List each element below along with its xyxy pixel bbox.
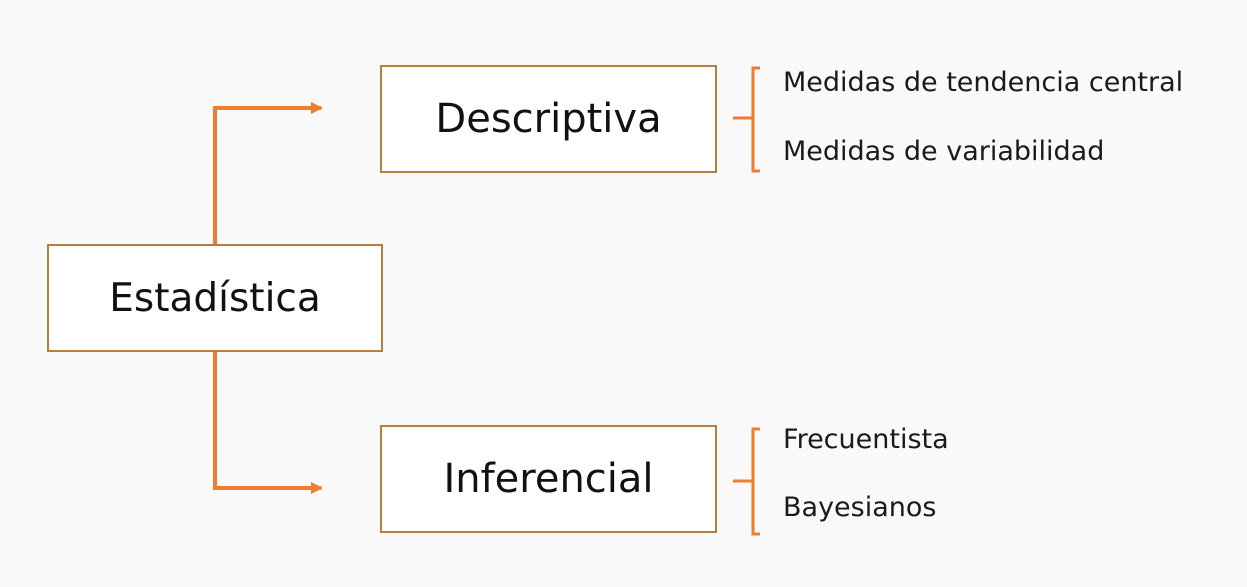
branch-label-descriptiva: Descriptiva — [435, 96, 662, 142]
list-item: Bayesianos — [783, 492, 937, 523]
root-node-label: Estadística — [109, 275, 321, 321]
list-item: Medidas de tendencia central — [783, 67, 1184, 98]
branch-node-inferencial: Inferencial — [380, 425, 717, 533]
list-item: Medidas de variabilidad — [783, 136, 1105, 167]
branch-label-inferencial: Inferencial — [443, 456, 654, 502]
arrow-to-inferencial — [213, 352, 323, 494]
list-item: Frecuentista — [783, 424, 949, 455]
root-node-box: Estadística — [47, 244, 383, 352]
arrow-to-descriptiva — [213, 102, 323, 244]
bracket-inferencial — [733, 427, 760, 536]
branch-node-descriptiva: Descriptiva — [380, 65, 717, 173]
bracket-descriptiva — [733, 66, 760, 173]
